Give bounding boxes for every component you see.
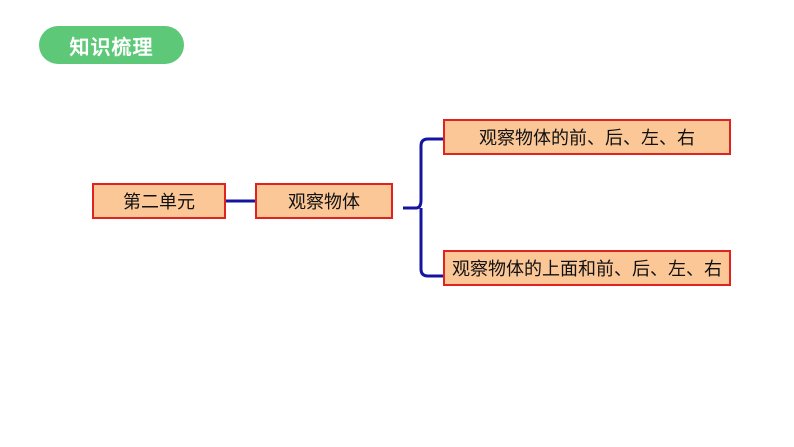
brace-connector <box>403 137 443 278</box>
topic-node: 观察物体 <box>255 183 393 219</box>
section-title-badge: 知识梳理 <box>39 26 184 64</box>
root-node: 第二单元 <box>92 183 226 219</box>
branch-node: 观察物体的上面和前、后、左、右 <box>443 250 731 286</box>
branch-node: 观察物体的前、后、左、右 <box>443 119 731 155</box>
